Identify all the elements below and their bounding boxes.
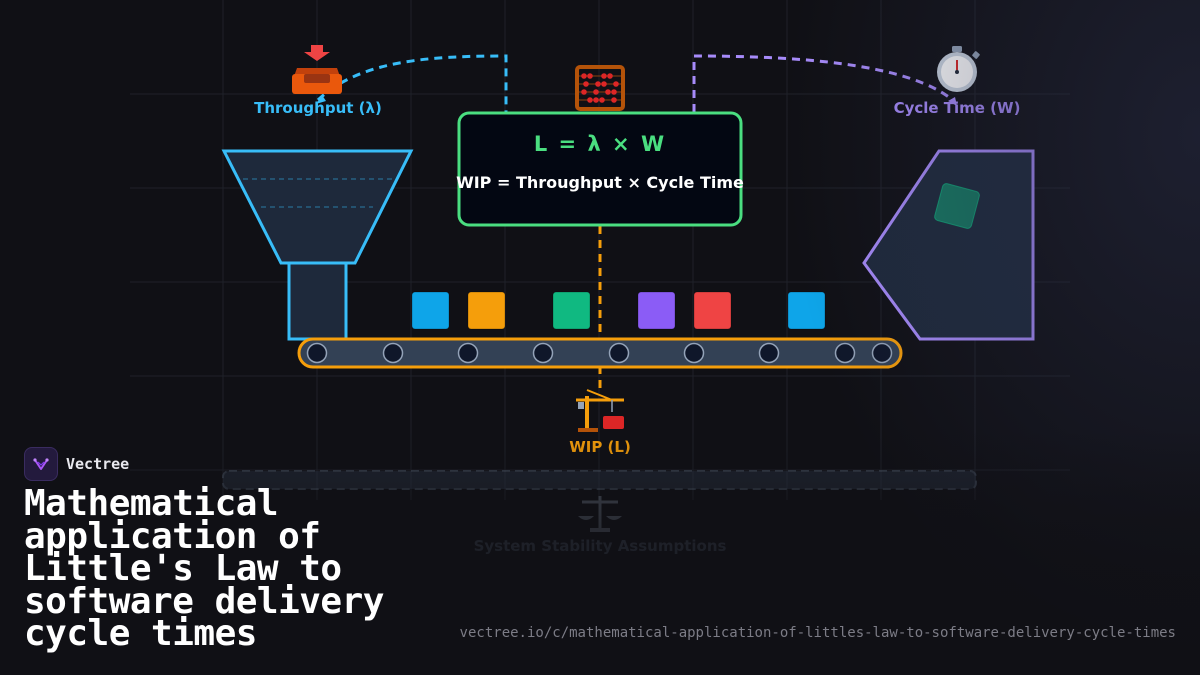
belt-roller [382,342,404,364]
throughput-label: Throughput (λ) [254,99,382,117]
formula-expanded-text: WIP = Throughput × Cycle Time [456,173,744,192]
construction-crane-icon [576,389,624,432]
work-item [693,291,732,330]
belt-roller [532,342,554,364]
formula-box: L = λ × W WIP = Throughput × Cycle Time [456,111,744,227]
brand: Vectree [24,447,129,481]
throughput-arrowhead [316,95,326,104]
work-item [411,291,450,330]
stopwatch-icon [937,46,980,92]
stability-label: System Stability Assumptions [474,537,727,555]
page-url: vectree.io/c/mathematical-application-of… [459,625,1176,641]
inbox-tray-icon [292,45,342,94]
vectree-logo-icon [24,447,58,481]
conveyor-belt [297,337,903,369]
formula-text: L = λ × W [534,132,666,156]
work-item [637,291,676,330]
page-title: Mathematical application of Little's Law… [24,483,384,654]
belt-roller [683,342,705,364]
work-items [411,291,826,330]
wip-label: WIP (L) [569,438,631,456]
balance-scale-icon [578,496,622,532]
intake-funnel [221,149,414,341]
belt-roller [608,342,630,364]
brand-name: Vectree [66,455,130,473]
belt-roller [758,342,780,364]
cycle-time-label: Cycle Time (W) [894,99,1021,117]
work-item [552,291,591,330]
belt-roller [457,342,479,364]
output-chute [862,149,1035,341]
work-item [787,291,826,330]
belt-roller [834,342,856,364]
abacus-icon [575,65,625,111]
throughput-connector [316,54,508,112]
belt-roller [306,342,328,364]
belt-roller [871,342,893,364]
work-item [467,291,506,330]
